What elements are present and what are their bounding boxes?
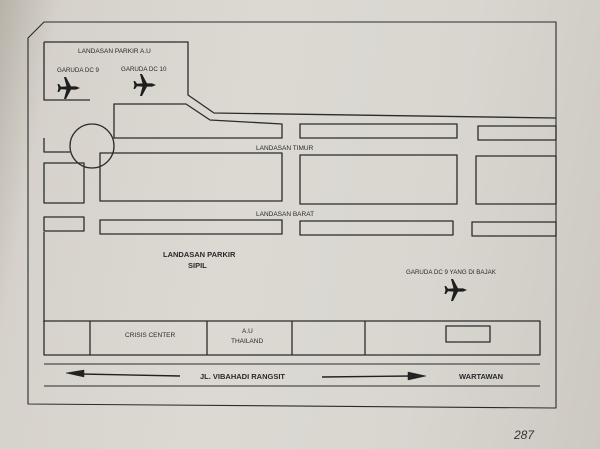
label-garuda-dc10: GARUDA DC 10 [121, 66, 167, 73]
wartawan-booth [445, 325, 491, 343]
block-lower-3 [471, 221, 557, 237]
arrow-left-icon [65, 369, 181, 378]
page-number: 287 [514, 428, 535, 442]
block-mid-left [43, 162, 85, 204]
block-lower-1 [99, 219, 283, 235]
label-landasan-parkir-au: LANDASAN PARKIR A.U [78, 48, 151, 55]
apron-au-outline [44, 41, 557, 119]
block-upper-left [43, 138, 70, 153]
block-upper-2 [299, 123, 458, 139]
block-upper-3 [477, 125, 557, 141]
label-landasan-parkir-sipil: LANDASAN PARKIR [163, 250, 236, 259]
taxiway-top-edge [43, 42, 90, 101]
label-landasan-timur: LANDASAN TIMUR [256, 145, 314, 152]
label-landasan-barat: LANDASAN BARAT [256, 211, 314, 218]
label-garuda-dc9: GARUDA DC 9 [57, 67, 100, 74]
label-thailand: THAILAND [231, 338, 263, 345]
block-mid-3 [475, 155, 557, 205]
block-upper-1 [113, 103, 283, 139]
block-mid-2 [299, 154, 458, 205]
label-au: A.U [242, 328, 253, 335]
label-crisis-center: CRISIS CENTER [125, 332, 176, 339]
airplane-icon [57, 77, 80, 99]
map-frame [27, 21, 557, 409]
arrow-right-icon [321, 371, 427, 381]
airplane-icon [444, 279, 467, 301]
block-lower-left [43, 216, 85, 232]
label-sipil: SIPIL [188, 261, 207, 270]
block-lower-2 [299, 220, 454, 236]
label-garuda-dc9-hijacked: GARUDA DC 9 YANG DI BAJAK [406, 269, 497, 276]
label-road: JL. VIBAHADI RANGSIT [200, 372, 285, 381]
roundabout [69, 123, 115, 169]
block-mid-1 [99, 152, 283, 202]
airplane-icon [133, 74, 156, 96]
label-wartawan: WARTAWAN [459, 372, 503, 381]
